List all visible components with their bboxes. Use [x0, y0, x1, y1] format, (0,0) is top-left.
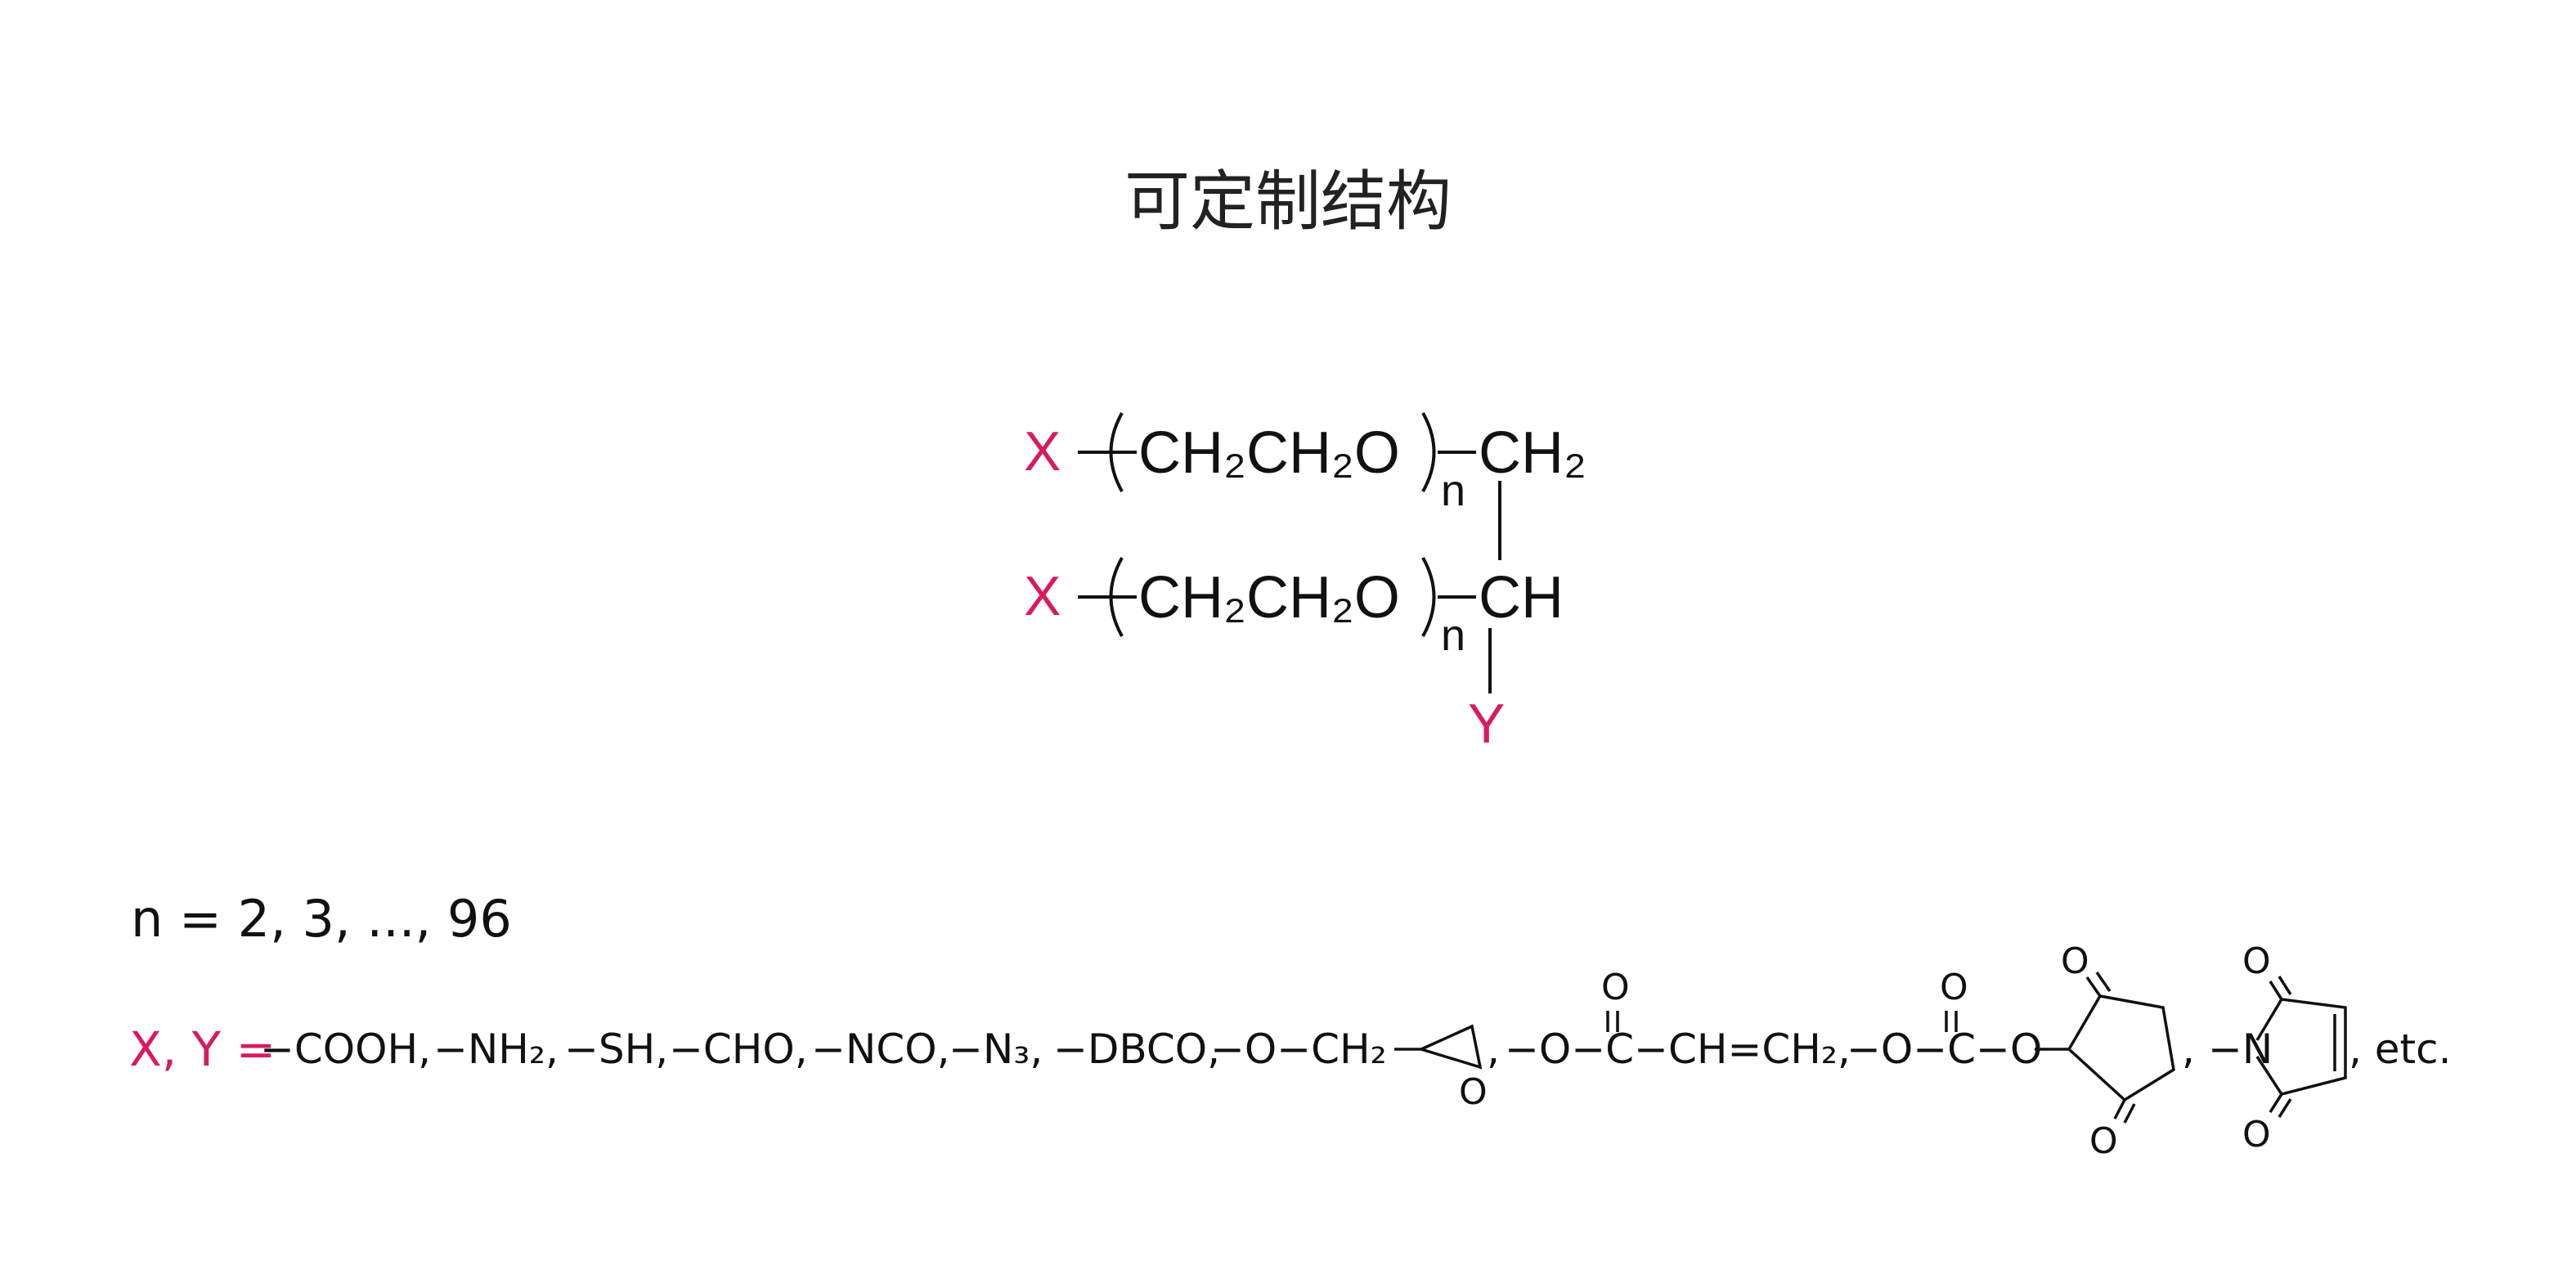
group-nco: −NCO, — [811, 1025, 949, 1073]
epoxide-ring — [1394, 1024, 1483, 1070]
group-cooh: −COOH, — [260, 1025, 431, 1073]
row2-end-group: X — [1024, 565, 1061, 627]
dione-oxygen-top: O — [2061, 940, 2089, 982]
group-n3: −N₃, — [949, 1025, 1043, 1073]
groups-suffix: , etc. — [2349, 1025, 2452, 1073]
figure-title: 可定制结构 — [1124, 164, 1452, 240]
dione-oxygen-bottom: O — [2089, 1120, 2118, 1162]
row2-open-paren — [1109, 557, 1124, 637]
separator-after-epoxide: , — [1487, 1025, 1500, 1073]
groups-prefix: X, Y = — [129, 1021, 276, 1077]
row1-close-paren — [1421, 412, 1436, 492]
row1-linker: CH₂ — [1479, 420, 1586, 486]
branch-group: Y — [1468, 693, 1505, 755]
group-acrylate: −O−C−CH=CH₂, — [1505, 1025, 1851, 1073]
acrylate-carbonyl-oxygen: O — [1601, 967, 1630, 1008]
epoxide-oxygen: O — [1459, 1071, 1488, 1113]
maleimide-oxygen-top: O — [2242, 940, 2271, 982]
group-dbco: −DBCO, — [1053, 1025, 1220, 1073]
group-sh: −SH, — [564, 1025, 668, 1073]
group-nh2: −NH₂, — [433, 1025, 559, 1073]
separator-after-dione: , — [2182, 1025, 2195, 1073]
row2-subscript-n: n — [1441, 611, 1465, 660]
row2-repeat-unit: CH₂CH₂O — [1138, 565, 1400, 631]
group-glycidyl: −O−CH₂ — [1210, 1025, 1387, 1073]
row1-open-paren — [1109, 412, 1124, 492]
row2-close-paren — [1421, 557, 1436, 637]
row2-linker: CH — [1479, 565, 1564, 631]
row1-end-group: X — [1024, 420, 1061, 482]
row1-repeat-unit: CH₂CH₂O — [1138, 420, 1400, 486]
maleimide-oxygen-bottom: O — [2242, 1114, 2271, 1156]
dione-ring — [2035, 972, 2175, 1124]
carbonate-carbonyl-oxygen: O — [1940, 967, 1968, 1008]
n-definition: n = 2, 3, ..., 96 — [131, 889, 512, 949]
maleimide-ring — [2255, 976, 2347, 1118]
group-cho: −CHO, — [669, 1025, 808, 1073]
group-carbonate: −O−C−O — [1847, 1025, 2042, 1073]
row1-subscript-n: n — [1441, 466, 1465, 515]
